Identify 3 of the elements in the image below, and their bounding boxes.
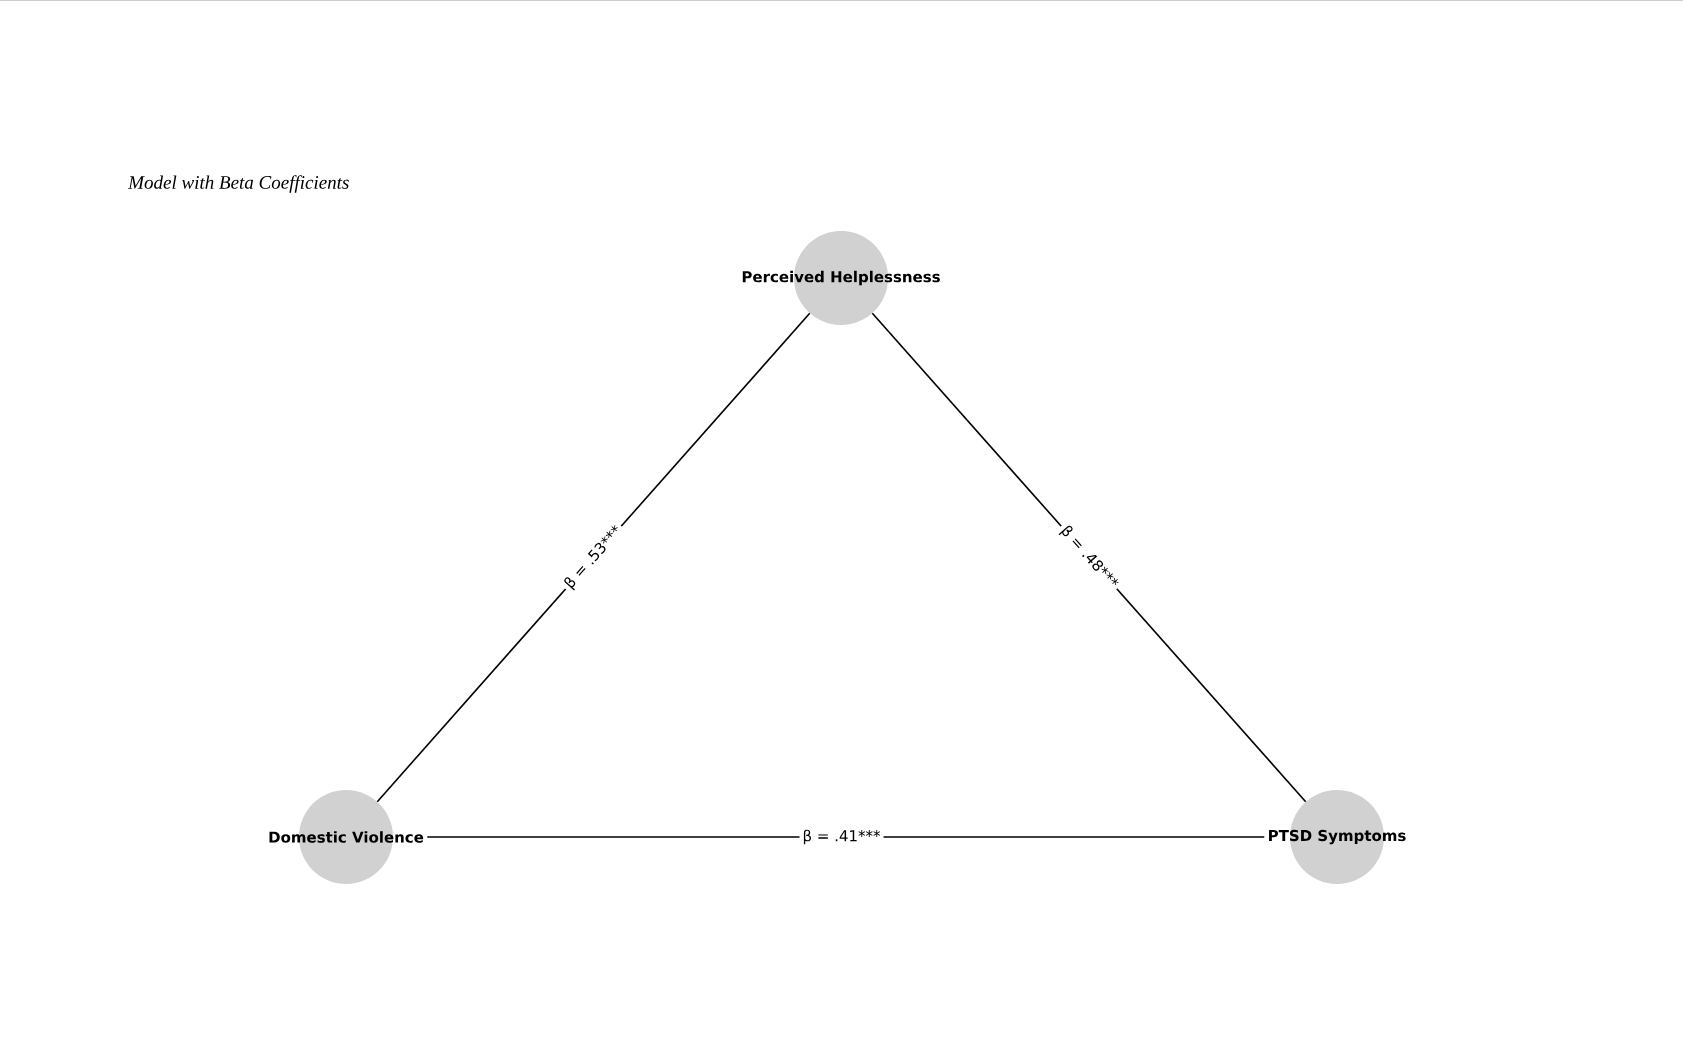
edge-label: β = .41***: [799, 826, 884, 848]
title: Model with Beta Coefficients: [128, 175, 349, 193]
connector-line: [426, 836, 1266, 838]
